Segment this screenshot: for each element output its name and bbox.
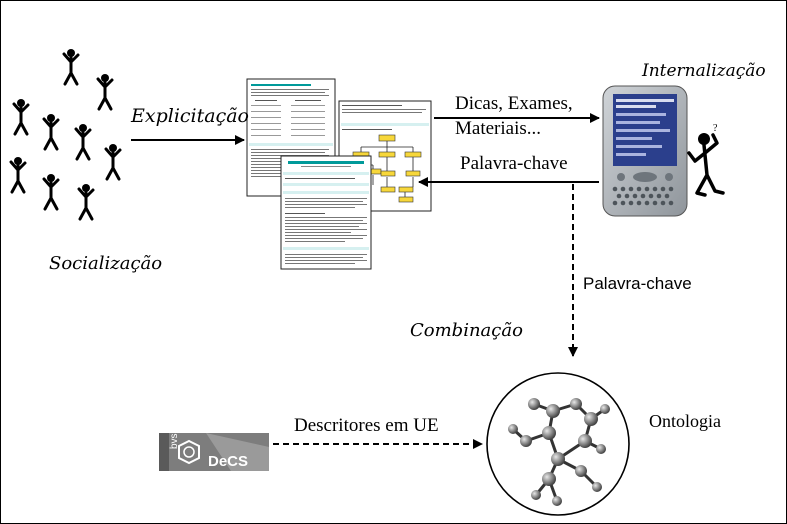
- people-group-icon: [9, 47, 122, 221]
- combinacao-label: Combinação: [410, 320, 523, 341]
- molecule-icon: [486, 372, 630, 516]
- explicitacao-label: Explicitação: [131, 105, 249, 127]
- svg-text:?: ?: [713, 123, 718, 134]
- svg-text:DeCS: DeCS: [208, 453, 248, 470]
- internalizacao-label: Internalização: [642, 61, 766, 81]
- ontologia-label: Ontologia: [649, 411, 721, 431]
- palavra-chave-label: Palavra-chave: [460, 153, 568, 174]
- thinking-person-icon: ?: [687, 123, 725, 197]
- materiais-label: Materiais...: [455, 118, 542, 139]
- svg-text:bvs: bvs: [169, 433, 180, 449]
- palavra-chave-down-label: Palavra-chave: [583, 274, 692, 293]
- pda-device-icon: [602, 85, 688, 217]
- dicas-label: Dicas, Exames,: [455, 93, 573, 114]
- socializacao-label: Socialização: [49, 253, 163, 274]
- documents-icon: [246, 78, 432, 270]
- descritores-label: Descritores em UE: [294, 415, 439, 436]
- bvs-decs-logo: bvs DeCS: [159, 433, 269, 471]
